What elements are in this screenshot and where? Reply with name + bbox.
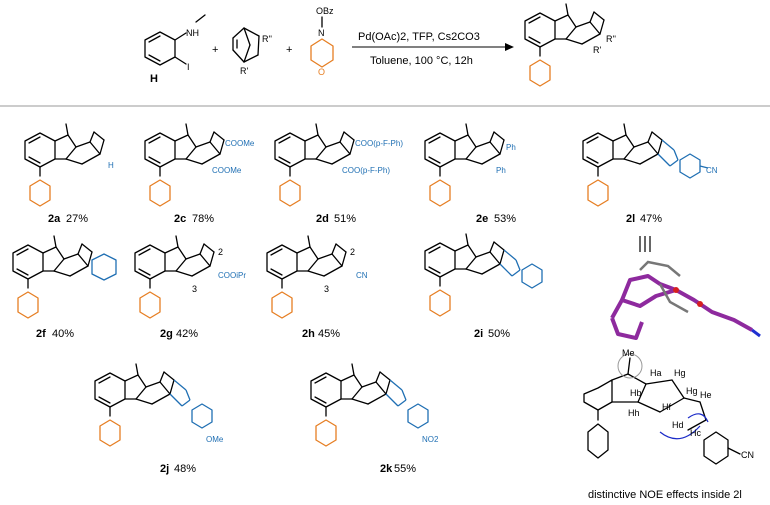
general-product: R' R''	[524, 3, 616, 87]
label-2c: 2c	[174, 213, 186, 225]
label-2e: 2e	[476, 213, 488, 225]
svg-text:Me: Me	[622, 348, 635, 358]
compound-2l: CN	[582, 123, 718, 207]
label-2l: 2l	[626, 213, 635, 225]
svg-text:Hg: Hg	[686, 386, 698, 396]
svg-text:COO(p-F-Ph): COO(p-F-Ph)	[342, 166, 390, 175]
n-label: N	[318, 28, 325, 38]
nh-label: NH	[186, 28, 199, 38]
yield-2j: 48%	[174, 463, 196, 475]
yield-2k: 55%	[394, 463, 416, 475]
svg-text:Hf: Hf	[662, 402, 671, 412]
yield-2f: 40%	[52, 328, 74, 340]
conditions-line1: Pd(OAc)2, TFP, Cs2CO3	[358, 31, 480, 43]
iodo-label: I	[187, 62, 190, 72]
svg-text:Hd: Hd	[672, 420, 684, 430]
label-2j: 2j	[160, 463, 169, 475]
svg-text:R': R'	[593, 45, 601, 55]
svg-text:COOiPr: COOiPr	[218, 271, 246, 280]
yield-2i: 50%	[488, 328, 510, 340]
svg-text:Hb: Hb	[630, 388, 642, 398]
h-label: H	[150, 73, 158, 85]
yield-2g: 42%	[176, 328, 198, 340]
yield-2e: 53%	[494, 213, 516, 225]
svg-text:Ha: Ha	[650, 368, 662, 378]
svg-text:CN: CN	[706, 166, 718, 175]
svg-text:H: H	[108, 161, 114, 170]
label-2g: 2g	[160, 328, 173, 340]
svg-text:NO2: NO2	[422, 435, 439, 444]
compound-2a: H	[24, 123, 114, 207]
noe-structure: Me Ha Hg Hg He Hb Hf Hh Hd Hc CN	[583, 348, 754, 465]
compound-2h: 2 3 CN	[266, 235, 368, 319]
svg-text:He: He	[700, 390, 712, 400]
yield-2h: 45%	[318, 328, 340, 340]
compound-2k: NO2	[310, 363, 439, 447]
svg-text:Hg: Hg	[674, 368, 686, 378]
svg-text:Hc: Hc	[690, 428, 701, 438]
compound-2e: Ph Ph	[424, 123, 516, 207]
svg-text:Ph: Ph	[506, 143, 516, 152]
svg-text:COOMe: COOMe	[225, 139, 255, 148]
r2-label: R''	[262, 34, 272, 44]
yield-2a: 27%	[66, 213, 88, 225]
yield-2d: 51%	[334, 213, 356, 225]
svg-text:CN: CN	[356, 271, 368, 280]
xray-structure	[610, 260, 761, 340]
yield-2l: 47%	[640, 213, 662, 225]
label-2a: 2a	[48, 213, 61, 225]
label-2i: 2i	[474, 328, 483, 340]
compound-2c: COOMe COOMe	[144, 123, 255, 207]
svg-text:COO(p-F-Ph): COO(p-F-Ph)	[355, 139, 403, 148]
label-2d: 2d	[316, 213, 329, 225]
starting-aniline: NH I H	[144, 14, 206, 85]
svg-text:Hh: Hh	[628, 408, 640, 418]
svg-text:2: 2	[350, 247, 355, 257]
equivalence-sign	[639, 236, 651, 252]
plus-1: +	[212, 44, 218, 56]
yield-2c: 78%	[192, 213, 214, 225]
conditions-line2: Toluene, 100 °C, 12h	[370, 55, 473, 67]
plus-2: +	[286, 44, 292, 56]
compound-2g: 2 3 COOiPr	[134, 235, 246, 319]
label-2f: 2f	[36, 328, 46, 340]
svg-text:R'': R''	[606, 34, 616, 44]
compound-2i	[424, 233, 543, 317]
label-2k: 2k	[380, 463, 393, 475]
compound-2d: COO(p-F-Ph) COO(p-F-Ph)	[274, 123, 403, 207]
r1-label: R'	[240, 66, 248, 76]
svg-text:COOMe: COOMe	[212, 166, 242, 175]
compound-2j: OMe	[94, 363, 224, 447]
svg-text:3: 3	[324, 284, 329, 294]
compound-2f	[12, 235, 117, 319]
noe-caption: distinctive NOE effects inside 2l	[588, 489, 742, 501]
norbornene: R'' R'	[232, 27, 272, 76]
svg-text:CN: CN	[741, 450, 754, 460]
reaction-arrow: Pd(OAc)2, TFP, Cs2CO3 Toluene, 100 °C, 1…	[352, 31, 514, 67]
svg-text:OMe: OMe	[206, 435, 224, 444]
obz-label: OBz	[316, 6, 334, 16]
svg-text:Ph: Ph	[496, 166, 506, 175]
n-oxy-morpholine: OBz N O	[310, 6, 334, 77]
svg-text:2: 2	[218, 247, 223, 257]
o-label: O	[318, 67, 325, 77]
svg-text:3: 3	[192, 284, 197, 294]
label-2h: 2h	[302, 328, 315, 340]
